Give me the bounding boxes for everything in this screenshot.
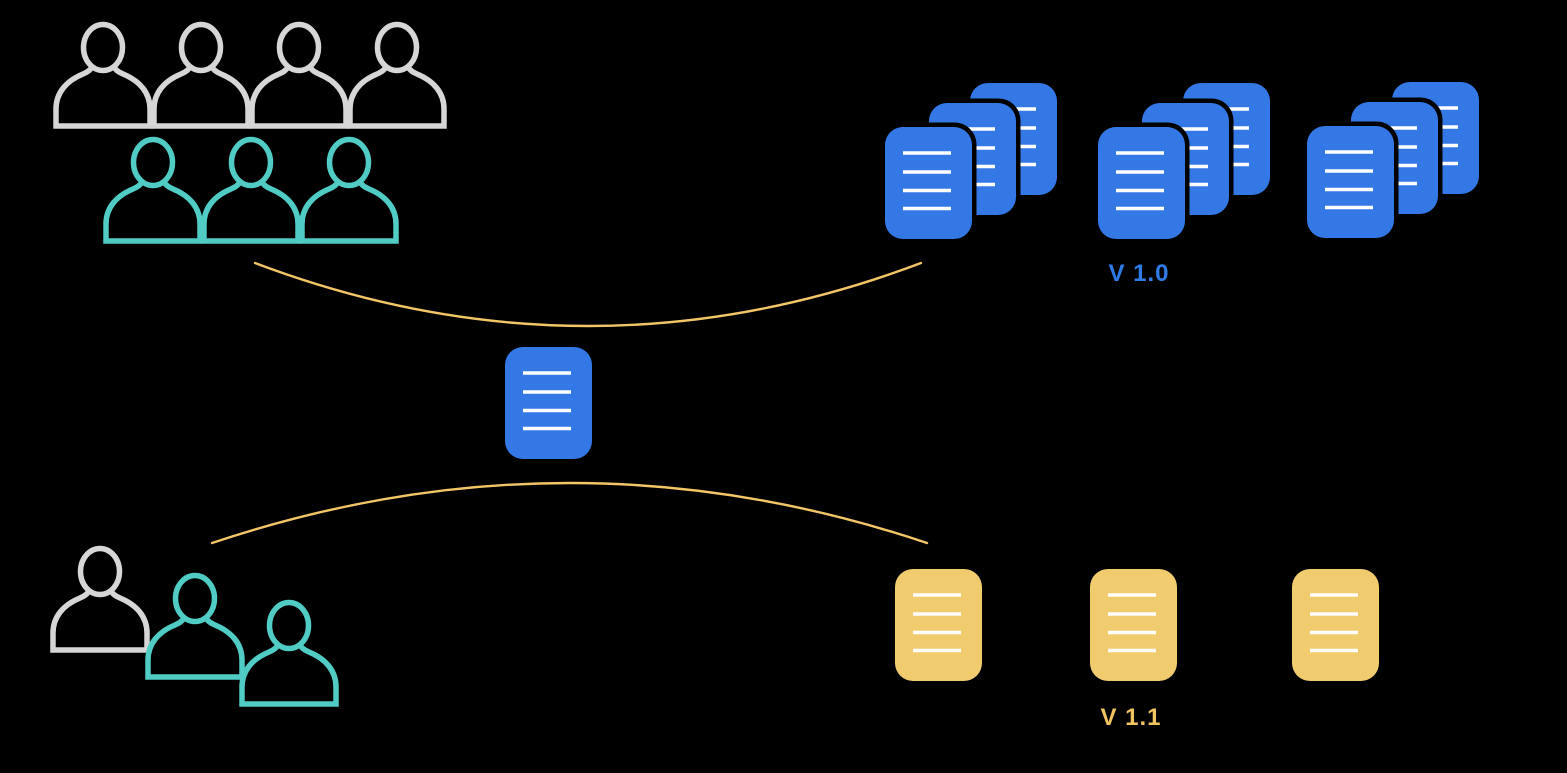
document-stack-icon [881,83,1058,244]
person-icon-gray [154,25,248,127]
person-icon-gray [252,25,346,127]
person-icon-gray [53,549,147,651]
document-icon-yellow [1088,567,1179,683]
document-icon-yellow [893,567,984,683]
person-icon-gray [56,25,150,127]
master-document-icon [503,345,594,461]
team-group-small [53,549,336,705]
person-icon-gray [350,25,444,127]
version-label-v10: V 1.0 [1108,260,1170,287]
person-icon-teal [204,140,298,242]
person-icon-teal [106,140,200,242]
person-icon-teal [242,603,336,705]
person-icon-teal [148,576,242,678]
person-icon-teal [302,140,396,242]
connector-arc-bottom [210,481,929,545]
version-label-v11: V 1.1 [1100,704,1162,731]
team-group-large [56,25,444,242]
connector-arc-top [253,261,923,328]
document-stack-icon [1094,83,1271,244]
documents-v11 [893,567,1381,683]
document-icon-yellow [1290,567,1381,683]
document-clusters-v10 [881,82,1480,244]
document-stack-icon [1303,82,1480,243]
